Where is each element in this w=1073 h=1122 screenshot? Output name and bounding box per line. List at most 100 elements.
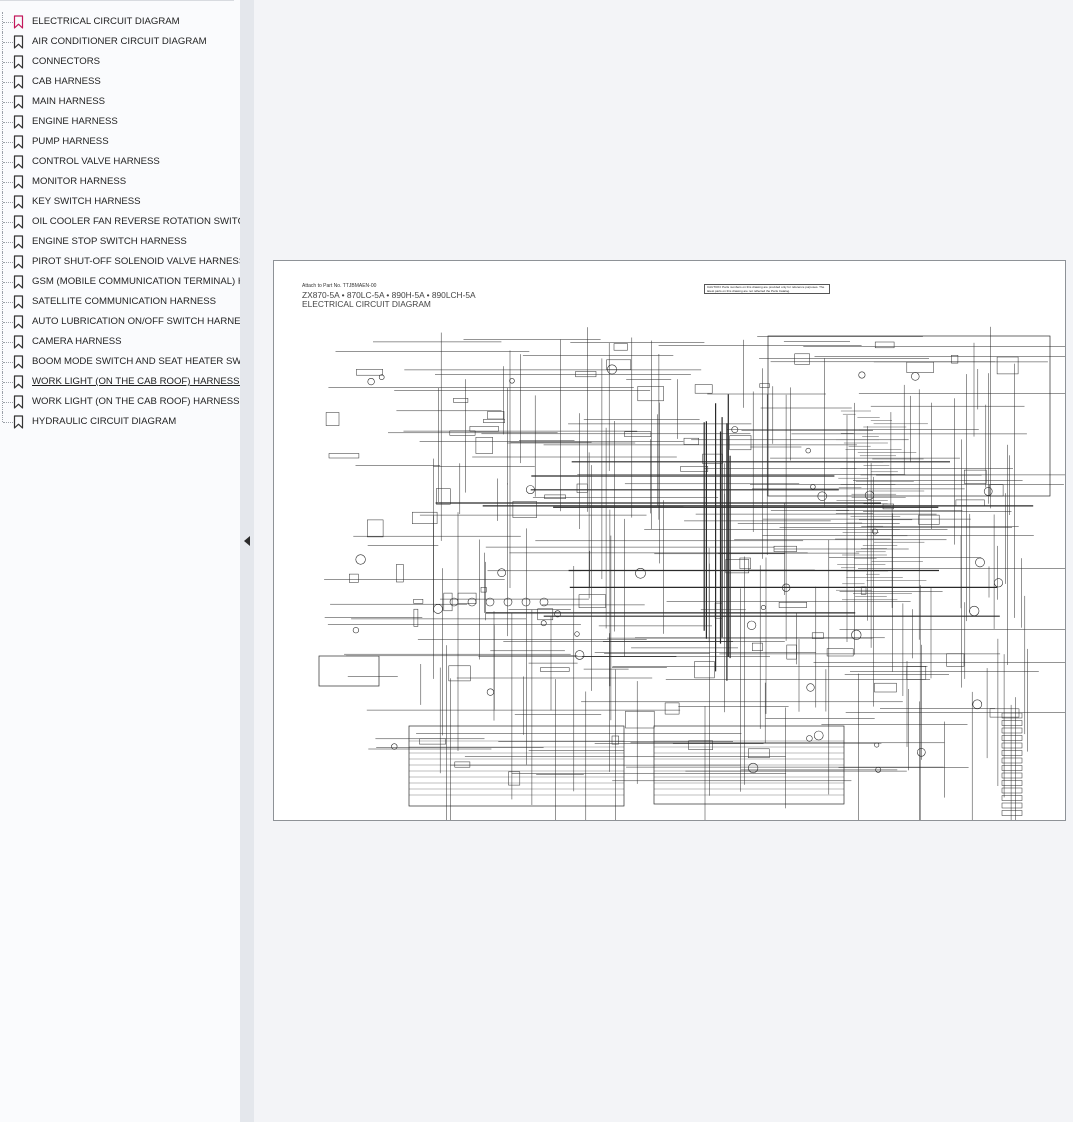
bookmark-icon [13, 35, 24, 49]
tree-connector [2, 352, 3, 372]
tree-connector [2, 72, 3, 92]
bookmark-icon [13, 175, 24, 189]
tree-connector [2, 192, 3, 212]
bookmark-item[interactable]: AUTO LUBRICATION ON/OFF SWITCH HARNESS [0, 312, 240, 332]
tree-connector [3, 262, 13, 263]
tree-connector [3, 202, 13, 203]
bookmark-item[interactable]: PIROT SHUT-OFF SOLENOID VALVE HARNESS [0, 252, 240, 272]
bookmark-item[interactable]: BOOM MODE SWITCH AND SEAT HEATER SWITCH … [0, 352, 240, 372]
diagram-title: ELECTRICAL CIRCUIT DIAGRAM [302, 299, 431, 309]
tree-connector [3, 222, 13, 223]
bookmark-icon [13, 115, 24, 129]
tree-connector [3, 22, 13, 23]
tree-connector [3, 142, 13, 143]
panel-splitter[interactable] [240, 0, 254, 1122]
bookmark-icon [13, 135, 24, 149]
bookmark-item[interactable]: CONTROL VALVE HARNESS [0, 152, 240, 172]
bookmark-item[interactable]: PUMP HARNESS [0, 132, 240, 152]
tree-connector [3, 402, 13, 403]
tree-connector [2, 12, 3, 32]
bookmark-label: CONTROL VALVE HARNESS [32, 156, 160, 167]
bookmark-item[interactable]: CAB HARNESS [0, 72, 240, 92]
tree-connector [3, 122, 13, 123]
bookmark-icon [13, 195, 24, 209]
tree-connector [2, 32, 3, 52]
bookmark-item[interactable]: OIL COOLER FAN REVERSE ROTATION SWITCH H… [0, 212, 240, 232]
tree-connector [3, 422, 13, 423]
tree-connector [2, 172, 3, 192]
bookmark-label: MAIN HARNESS [32, 96, 106, 107]
tree-connector [3, 302, 13, 303]
bookmark-item[interactable]: ENGINE STOP SWITCH HARNESS [0, 232, 240, 252]
bookmark-label: CONNECTORS [32, 56, 101, 67]
tree-connector [3, 342, 13, 343]
tree-connector [3, 242, 13, 243]
bookmark-icon [13, 335, 24, 349]
bookmark-icon [13, 155, 24, 169]
bookmark-icon [13, 95, 24, 109]
bookmark-label: HYDRAULIC CIRCUIT DIAGRAM [32, 416, 177, 427]
bookmark-icon [13, 415, 24, 429]
bookmark-item[interactable]: KEY SWITCH HARNESS [0, 192, 240, 212]
bookmark-item[interactable]: ELECTRICAL CIRCUIT DIAGRAM [0, 12, 240, 32]
bookmark-label: AIR CONDITIONER CIRCUIT DIAGRAM [32, 36, 207, 47]
bookmark-label: PIROT SHUT-OFF SOLENOID VALVE HARNESS [32, 256, 240, 267]
bookmark-item[interactable]: HYDRAULIC CIRCUIT DIAGRAM [0, 412, 240, 432]
bookmark-label: ENGINE STOP SWITCH HARNESS [32, 236, 187, 247]
tree-connector [2, 132, 3, 152]
bookmark-icon [13, 315, 24, 329]
bookmark-label: ELECTRICAL CIRCUIT DIAGRAM [32, 16, 180, 27]
bookmark-label: CAMERA HARNESS [32, 336, 122, 347]
tree-connector [3, 82, 13, 83]
tree-connector [3, 62, 13, 63]
bookmark-icon [13, 75, 24, 89]
bookmark-icon [13, 375, 24, 389]
tree-connector [3, 362, 13, 363]
bookmark-icon [13, 235, 24, 249]
bookmarks-panel: ELECTRICAL CIRCUIT DIAGRAM AIR CONDITIONE… [0, 0, 240, 1122]
tree-connector [2, 232, 3, 252]
bookmark-item[interactable]: AIR CONDITIONER CIRCUIT DIAGRAM [0, 32, 240, 52]
bookmark-icon [13, 395, 24, 409]
tree-connector [2, 272, 3, 292]
bookmark-label: MONITOR HARNESS [32, 176, 127, 187]
bookmark-label: SATELLITE COMMUNICATION HARNESS [32, 296, 217, 307]
tree-connector [2, 52, 3, 72]
bookmark-list: ELECTRICAL CIRCUIT DIAGRAM AIR CONDITIONE… [0, 12, 240, 432]
bookmark-label: PUMP HARNESS [32, 136, 109, 147]
bookmark-item[interactable]: MAIN HARNESS [0, 92, 240, 112]
bookmark-icon [13, 55, 24, 69]
tree-connector [2, 212, 3, 232]
bookmark-icon [13, 355, 24, 369]
tree-connector [2, 292, 3, 312]
tree-connector [2, 152, 3, 172]
bookmark-item[interactable]: CONNECTORS [0, 52, 240, 72]
tree-connector [2, 252, 3, 272]
caution-note: CAUTION: Parts numbers on this drawing a… [704, 284, 830, 294]
bookmark-item[interactable]: ENGINE HARNESS [0, 112, 240, 132]
bookmark-icon [13, 255, 24, 269]
wiring-group [318, 326, 1065, 820]
bookmark-label: CAB HARNESS [32, 76, 101, 87]
bookmark-item[interactable]: GSM (MOBILE COMMUNICATION TERMINAL) HARN [0, 272, 240, 292]
tree-connector [3, 162, 13, 163]
tree-connector [2, 392, 3, 412]
bookmark-item[interactable]: SATELLITE COMMUNICATION HARNESS [0, 292, 240, 312]
bookmark-icon [13, 215, 24, 229]
tree-connector [2, 92, 3, 112]
bookmark-item[interactable]: WORK LIGHT (ON THE CAB ROOF) HARNESS 1 (… [0, 372, 240, 392]
triangle-left-icon[interactable] [242, 534, 252, 548]
bookmark-label: OIL COOLER FAN REVERSE ROTATION SWITCH H… [32, 216, 240, 227]
tree-connector [2, 312, 3, 332]
part-number: Attach to Part No. TTJBMAEN-00 [302, 283, 377, 289]
tree-connector [2, 332, 3, 352]
bookmark-label: GSM (MOBILE COMMUNICATION TERMINAL) HARN [32, 276, 240, 287]
bookmark-item[interactable]: CAMERA HARNESS [0, 332, 240, 352]
bookmark-label: KEY SWITCH HARNESS [32, 196, 141, 207]
bookmark-label: WORK LIGHT (ON THE CAB ROOF) HARNESS 1 (… [32, 376, 240, 387]
bookmark-item[interactable]: WORK LIGHT (ON THE CAB ROOF) HARNESS 2 (… [0, 392, 240, 412]
document-page: Attach to Part No. TTJBMAEN-00 ZX870-5A … [273, 260, 1066, 821]
tree-connector [3, 322, 13, 323]
bookmark-label: BOOM MODE SWITCH AND SEAT HEATER SWITCH … [32, 356, 240, 367]
bookmark-item[interactable]: MONITOR HARNESS [0, 172, 240, 192]
